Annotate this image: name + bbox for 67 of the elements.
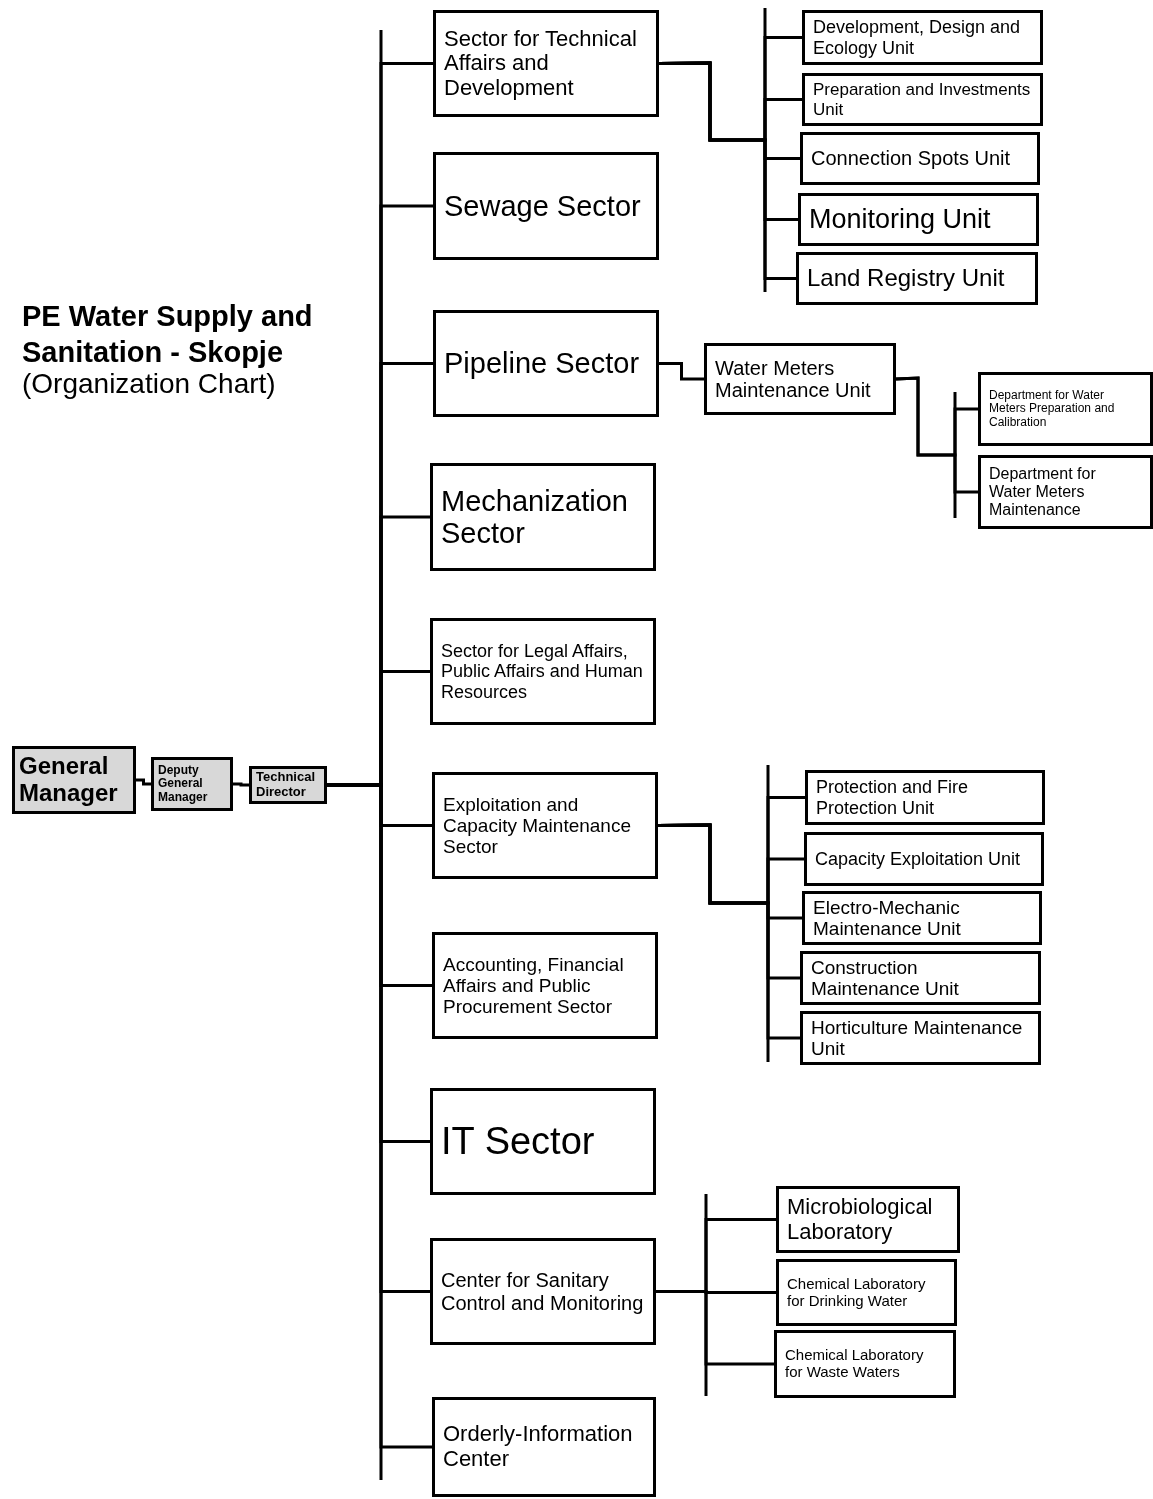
connector-line	[136, 778, 151, 786]
unit-name: Sector for Technical Affairs and Development	[444, 26, 638, 101]
unit-name: Accounting, Financial Affairs and Public Procurement Sector	[443, 953, 625, 1018]
org-unit-box	[432, 932, 658, 1039]
unit-name: Chemical Laboratory for Drinking Water	[787, 1275, 927, 1310]
org-unit-box	[151, 757, 233, 811]
chart-title: PE Water Supply and Sanitation - Skopje	[22, 299, 314, 370]
unit-name: Microbiological Laboratory	[787, 1194, 934, 1245]
org-unit-box	[433, 152, 659, 260]
unit-name: Sewage Sector	[444, 189, 641, 223]
unit-name: Development, Design and Ecology Unit	[813, 17, 1022, 58]
unit-name: Chemical Laboratory for Waste Waters	[785, 1347, 925, 1381]
unit-name: Horticulture Maintenance Unit	[811, 1016, 1024, 1060]
unit-name: Mechanization Sector	[441, 484, 629, 550]
org-unit-box	[430, 1088, 656, 1195]
unit-name: Orderly-Information Center	[443, 1422, 634, 1472]
org-unit-box	[430, 618, 656, 725]
org-unit-box	[12, 746, 136, 814]
org-unit-box	[802, 891, 1042, 945]
unit-name: General Manager	[19, 753, 119, 807]
unit-name: Water Meters Maintenance Unit	[715, 356, 872, 402]
org-unit-box	[430, 1238, 656, 1345]
org-unit-box	[433, 310, 659, 417]
unit-name: Electro-Mechanic Maintenance Unit	[813, 896, 962, 940]
unit-name: Land Registry Unit	[807, 265, 1005, 292]
connector-line	[659, 362, 704, 381]
org-unit-box	[774, 1330, 956, 1398]
connector-line	[659, 61, 796, 280]
connector-line	[233, 782, 249, 787]
org-unit-box	[802, 10, 1043, 65]
unit-name: Pipeline Sector	[444, 347, 640, 380]
connector-line	[658, 823, 800, 1040]
org-unit-box	[432, 1397, 656, 1497]
org-unit-box	[802, 73, 1043, 126]
org-unit-box	[804, 832, 1044, 886]
unit-name: Preparation and Investments Unit	[813, 80, 1032, 119]
chart-caption: (Organization Chart)	[22, 368, 276, 400]
org-unit-box	[800, 132, 1040, 185]
connector-line	[656, 1290, 774, 1366]
org-unit-box	[432, 772, 658, 879]
org-unit-box	[978, 372, 1153, 446]
unit-name: Department for Water Meters Preparation and Calibration	[989, 388, 1116, 430]
org-unit-box	[798, 193, 1039, 246]
unit-name: Protection and Fire Protection Unit	[816, 777, 970, 818]
unit-name: Capacity Exploitation Unit	[815, 848, 1021, 870]
org-unit-box	[433, 10, 659, 117]
unit-name: Exploitation and Capacity Maintenance Sector	[443, 793, 632, 858]
org-unit-box	[704, 343, 896, 415]
unit-name: Center for Sanitary Control and Monitoring	[441, 1269, 645, 1314]
unit-name: Construction Maintenance Unit	[811, 956, 960, 1000]
unit-name: Deputy General Manager	[158, 763, 209, 805]
org-unit-box	[430, 463, 656, 571]
unit-name: Monitoring Unit	[809, 204, 991, 235]
unit-name: Sector for Legal Affairs, Public Affairs and Human Resources	[441, 641, 644, 702]
connector-line	[895, 376, 978, 494]
org-unit-box	[249, 766, 327, 804]
unit-name: IT Sector	[441, 1120, 595, 1163]
org-unit-box	[796, 252, 1038, 305]
org-unit-box	[800, 951, 1041, 1005]
unit-name: Technical Director	[256, 770, 316, 800]
org-unit-box	[978, 455, 1153, 529]
org-unit-box	[805, 770, 1045, 825]
unit-name: Connection Spots Unit	[811, 147, 1010, 170]
org-unit-box	[776, 1186, 960, 1253]
org-unit-box	[800, 1011, 1041, 1065]
unit-name: Department for Water Meters Maintenance	[989, 465, 1097, 519]
org-unit-box	[776, 1259, 957, 1326]
